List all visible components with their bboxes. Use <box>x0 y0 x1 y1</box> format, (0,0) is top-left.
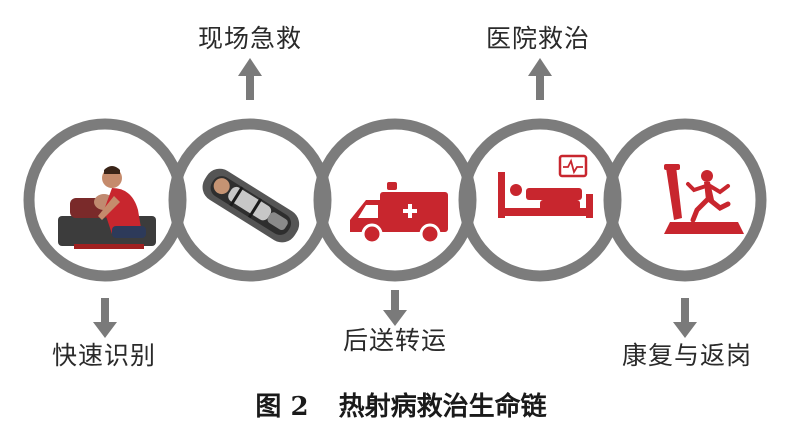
rescuer-cpr-icon <box>58 166 156 249</box>
arrow-up-4 <box>528 58 552 100</box>
stage-label-4: 医院救治 <box>486 24 591 53</box>
stretcher-patient-icon <box>202 168 300 243</box>
figure-number: 图 2 <box>255 392 309 422</box>
figure-caption: 图 2 热射病救治生命链 <box>0 386 802 423</box>
arrow-up-2 <box>238 58 262 100</box>
hospital-bed-icon <box>498 154 593 218</box>
arrows <box>93 58 697 338</box>
stage-label-1: 快速识别 <box>52 341 157 370</box>
stage-label-5: 康复与返岗 <box>622 341 753 370</box>
ring-3 <box>313 118 477 282</box>
arrow-down-5 <box>673 298 697 338</box>
ambulance-icon <box>350 182 448 245</box>
stage-label-2: 现场急救 <box>198 24 303 53</box>
arrow-down-3 <box>383 290 407 326</box>
rings <box>23 118 767 282</box>
ring-1 <box>23 118 187 282</box>
figure-title: 热射病救治生命链 <box>338 392 547 422</box>
ring-5 <box>603 118 767 282</box>
treadmill-runner-icon <box>664 164 744 234</box>
arrow-down-1 <box>93 298 117 338</box>
ring-4 <box>458 118 622 282</box>
stage-label-3: 后送转运 <box>343 326 448 355</box>
ring-2 <box>168 118 332 282</box>
